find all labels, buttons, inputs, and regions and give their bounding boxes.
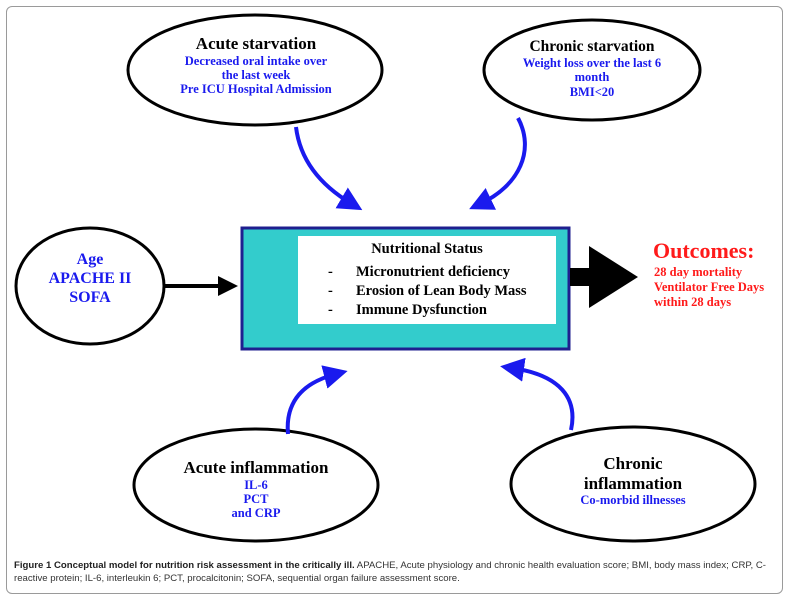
nutritional-status-title: Nutritional Status bbox=[371, 241, 483, 257]
outcomes-arrow-shaft bbox=[570, 268, 592, 286]
status-item-micronutrient: -Micronutrient deficiency bbox=[328, 264, 510, 280]
nutritional-status-panel: Nutritional Status -Micronutrient defici… bbox=[298, 236, 556, 324]
chronic-starvation-line-1: Weight loss over the last 6 bbox=[522, 55, 662, 70]
acute-starvation-ellipse bbox=[126, 13, 384, 127]
chronic-inflammation-title-1: Chronic bbox=[603, 454, 663, 473]
scores-apache: APACHE II bbox=[48, 270, 132, 288]
chronic-inflammation-ellipse bbox=[509, 425, 757, 543]
acute-inflammation-ellipse bbox=[132, 427, 380, 543]
acute-starvation-line-1: Decreased oral intake over bbox=[184, 53, 328, 68]
figure-caption: Figure 1 Conceptual model for nutrition … bbox=[14, 559, 776, 585]
chronic-inflammation-line-1: Co-morbid illnesses bbox=[580, 493, 686, 508]
outcomes-line-3: within 28 days bbox=[654, 295, 732, 309]
outcomes-arrow-head bbox=[589, 246, 638, 308]
status-item-immune: -Immune Dysfunction bbox=[328, 302, 487, 318]
chronic-inflammation-text: Chronic inflammation Co-morbid illnesses bbox=[530, 454, 736, 507]
acute-inflammation-line-2: PCT bbox=[243, 491, 269, 506]
chronic-starvation-ellipse bbox=[482, 18, 702, 122]
acute-starvation-text: Acute starvation Decreased oral intake o… bbox=[140, 34, 372, 97]
acute-inflammation-text: Acute inflammation IL-6 PCT and CRP bbox=[150, 458, 362, 521]
scores-ellipse bbox=[14, 226, 166, 346]
acute-starvation-arrow bbox=[294, 126, 363, 211]
acute-inflammation-title: Acute inflammation bbox=[183, 458, 329, 477]
acute-starvation-line-2: the last week bbox=[221, 67, 291, 82]
scores-age: Age bbox=[76, 251, 104, 268]
acute-inflammation-arrow bbox=[285, 365, 348, 435]
status-item-lean-mass: -Erosion of Lean Body Mass bbox=[328, 283, 527, 299]
acute-starvation-title: Acute starvation bbox=[195, 34, 317, 53]
scores-text: Age APACHE II SOFA bbox=[30, 250, 150, 308]
outcomes-line-1: 28 day mortality bbox=[654, 265, 743, 279]
chronic-starvation-arrow bbox=[469, 117, 527, 210]
chronic-inflammation-title-2: inflammation bbox=[583, 473, 683, 493]
chronic-inflammation-arrow bbox=[500, 357, 575, 431]
chronic-starvation-line-3: BMI<20 bbox=[569, 84, 615, 99]
outcomes-line-2: Ventilator Free Days bbox=[654, 280, 765, 294]
outcomes-title: Outcomes: bbox=[653, 238, 755, 263]
chronic-starvation-text: Chronic starvation Weight loss over the … bbox=[500, 38, 684, 99]
chronic-starvation-title: Chronic starvation bbox=[529, 38, 655, 55]
acute-starvation-line-3: Pre ICU Hospital Admission bbox=[180, 82, 332, 97]
caption-label: Figure 1 Conceptual model for nutrition … bbox=[14, 560, 355, 571]
caption-text: APACHE, Acute physiology and chronic hea… bbox=[14, 560, 766, 584]
acute-inflammation-line-3: and CRP bbox=[231, 506, 281, 521]
acute-inflammation-line-1: IL-6 bbox=[244, 477, 268, 492]
chronic-starvation-line-2: month bbox=[574, 70, 610, 85]
scores-sofa: SOFA bbox=[69, 289, 111, 307]
